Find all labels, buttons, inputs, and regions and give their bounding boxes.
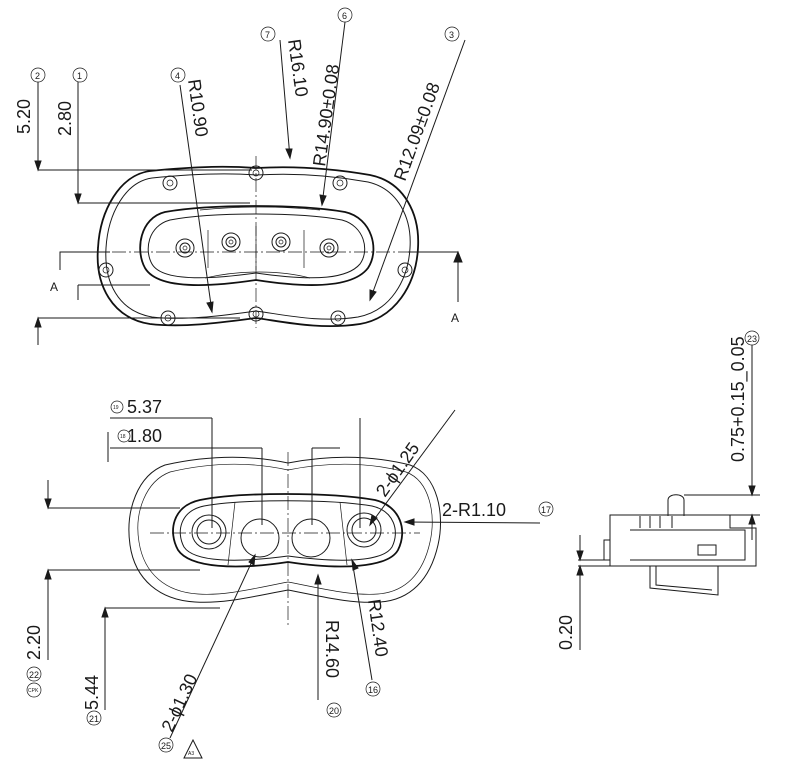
bottom-outer-outline bbox=[128, 456, 441, 603]
balloon-23: 23 bbox=[747, 334, 757, 344]
bottom-holes bbox=[191, 501, 382, 566]
top-outer-outline bbox=[96, 165, 420, 328]
dim-0-20: 0.20 bbox=[556, 615, 576, 650]
balloon-2: 2 bbox=[35, 71, 40, 81]
top-terminals bbox=[175, 226, 339, 270]
balloon-3: 3 bbox=[449, 30, 454, 40]
dim-r14-60: R14.60 bbox=[322, 620, 342, 678]
dim-2-20: 2.20 bbox=[24, 625, 44, 660]
balloon-16: 16 bbox=[368, 685, 378, 695]
side-view: 0.75+0.15_0.05 23 0.20 bbox=[556, 330, 760, 650]
balloon-20: 20 bbox=[329, 706, 339, 716]
top-inner-pocket bbox=[139, 205, 375, 287]
dim-5-20: 5.20 bbox=[14, 99, 34, 134]
balloon-21: 21 bbox=[89, 714, 99, 724]
section-label-left: A bbox=[50, 280, 58, 294]
balloon-1: 1 bbox=[77, 71, 82, 81]
balloon-4: 4 bbox=[175, 71, 180, 81]
cpk-label: CPK bbox=[28, 688, 39, 694]
dim-r12-09: R12.09±0.08 bbox=[390, 80, 444, 184]
top-outer-outline-inner bbox=[105, 173, 411, 320]
top-view: A A 5.20 2 2.80 1 R10.90 4 R16.10 7 bbox=[14, 7, 466, 345]
dim-r16-10: R16.10 bbox=[284, 38, 312, 98]
dim-hole-1-25: 2-ϕ1.25 bbox=[372, 439, 423, 501]
top-inner-groove bbox=[199, 206, 321, 279]
dim-1-80: 1.80 bbox=[127, 426, 162, 446]
section-label-right: A bbox=[451, 311, 459, 325]
dim-5-44: 5.44 bbox=[82, 675, 102, 710]
bottom-view: 5.37 19 1.80 18 2-ϕ1.25 2-R1.10 17 2.20 … bbox=[24, 397, 554, 759]
dim-2-80: 2.80 bbox=[55, 101, 75, 136]
dim-r10-90: R10.90 bbox=[184, 78, 212, 138]
bottom-inner-recess-2 bbox=[179, 500, 396, 561]
bottom-inner-recess bbox=[172, 493, 403, 568]
top-inner-pocket-2 bbox=[147, 213, 366, 279]
triangle-label-a3: A3 bbox=[188, 751, 194, 757]
balloon-18: 18 bbox=[120, 434, 126, 440]
balloon-6: 6 bbox=[342, 11, 347, 21]
dim-r14-90: R14.90±0.08 bbox=[309, 63, 343, 168]
bottom-outer-outline-2 bbox=[137, 463, 433, 595]
dim-0-75: 0.75+0.15_0.05 bbox=[728, 336, 749, 462]
balloon-22: 22 bbox=[29, 670, 39, 680]
balloon-7: 7 bbox=[265, 30, 270, 40]
balloon-25: 25 bbox=[161, 741, 171, 751]
dim-hole-1-30: 2-ϕ1.30 bbox=[157, 671, 201, 735]
dim-5-37: 5.37 bbox=[127, 397, 162, 417]
dim-r1-10: 2-R1.10 bbox=[442, 500, 506, 520]
balloon-19: 19 bbox=[113, 405, 119, 411]
balloon-17: 17 bbox=[541, 505, 551, 515]
side-body bbox=[609, 514, 757, 567]
dim-r12-40: R12.40 bbox=[364, 598, 392, 658]
